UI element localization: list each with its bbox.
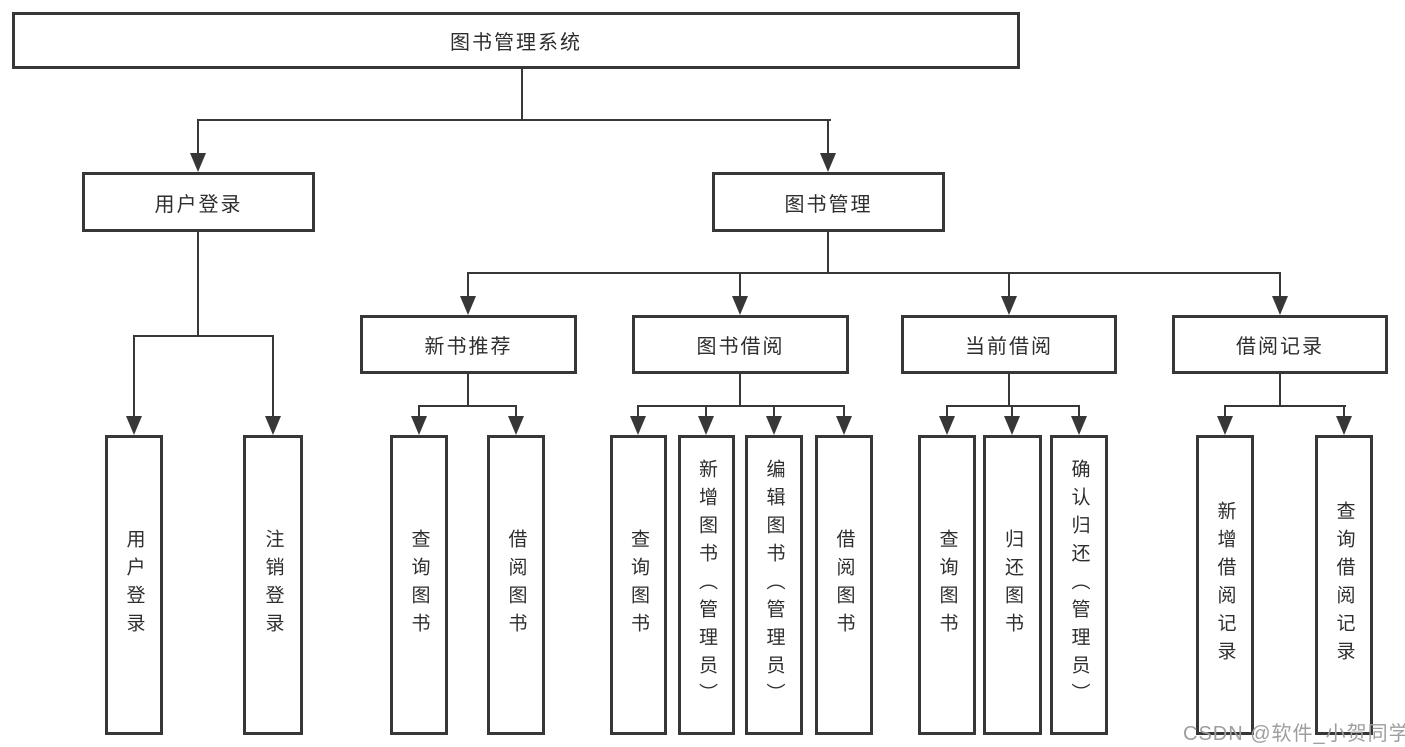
node-borrow-records-label: 借阅记录 <box>1236 336 1324 358</box>
leaf-edit-books-admin-label: 编辑图书（管理员） <box>763 459 785 711</box>
connector-to-user-login <box>197 119 199 155</box>
connector-book-borrow-stem <box>739 373 741 407</box>
connector-to-new-book <box>467 272 469 298</box>
arrowhead-leaf <box>630 416 646 435</box>
arrowhead-user-login <box>190 153 206 172</box>
connector-leaf <box>1011 405 1013 418</box>
connector-new-book-stem <box>467 373 469 407</box>
connector-to-current-borrow <box>1008 272 1010 298</box>
arrowhead-book-mgmt <box>820 153 836 172</box>
arrowhead-leaf <box>698 416 714 435</box>
connector-to-book-borrow <box>739 272 741 298</box>
connector-leaf <box>1078 405 1080 418</box>
connector-to-book-mgmt <box>827 119 829 155</box>
connector-new-book-leafbranch <box>418 405 517 407</box>
node-current-borrow: 当前借阅 <box>901 315 1117 374</box>
leaf-query-books-current: 查询图书 <box>918 435 976 735</box>
connector-current-borrow-leafbranch <box>946 405 1080 407</box>
connector-book-borrow-leafbranch <box>637 405 845 407</box>
connector-root-branch <box>197 119 831 121</box>
arrowhead-leaf <box>1071 416 1087 435</box>
connector-to-borrow-records <box>1279 272 1281 298</box>
leaf-borrow-books: 借阅图书 <box>815 435 873 735</box>
arrowhead-leaf <box>836 416 852 435</box>
leaf-query-books-borrow-label: 查询图书 <box>628 529 649 641</box>
connector-current-borrow-stem <box>1008 373 1010 407</box>
arrowhead-book-borrow <box>732 296 748 315</box>
csdn-watermark: CSDN @软件_小贺同学 <box>1183 723 1405 745</box>
arrowhead-leaf <box>1004 416 1020 435</box>
leaf-borrow-books-recommend: 借阅图书 <box>487 435 545 735</box>
leaf-query-books-current-label: 查询图书 <box>936 529 958 641</box>
arrowhead-leaf-logout <box>265 416 281 435</box>
connector-leaf <box>1224 405 1226 418</box>
arrowhead-leaf <box>1217 416 1233 435</box>
connector-user-login-branch <box>133 335 274 337</box>
leaf-return-books-label: 归还图书 <box>1002 529 1023 641</box>
arrowhead-leaf <box>508 416 524 435</box>
node-new-book-recommend: 新书推荐 <box>360 315 577 374</box>
leaf-query-books-recommend-label: 查询图书 <box>408 529 430 641</box>
node-book-mgmt: 图书管理 <box>712 172 945 232</box>
connector-leaf <box>1343 405 1345 418</box>
arrowhead-current-borrow <box>1001 296 1017 315</box>
leaf-add-books-admin-label: 新增图书（管理员） <box>696 459 717 711</box>
connector-leaf <box>418 405 420 418</box>
leaf-query-books-borrow: 查询图书 <box>610 435 667 735</box>
arrowhead-leaf <box>1336 416 1352 435</box>
connector-leaf <box>843 405 845 418</box>
node-current-borrow-label: 当前借阅 <box>965 336 1053 358</box>
connector-book-mgmt-stem <box>827 231 829 274</box>
leaf-edit-books-admin: 编辑图书（管理员） <box>745 435 803 735</box>
leaf-user-login-label: 用户登录 <box>123 529 145 641</box>
arrowhead-leaf <box>766 416 782 435</box>
leaf-confirm-return-admin-label: 确认归还（管理员） <box>1068 459 1090 711</box>
connector-borrow-records-stem <box>1279 373 1281 407</box>
leaf-add-books-admin: 新增图书（管理员） <box>678 435 735 735</box>
leaf-user-login: 用户登录 <box>105 435 163 735</box>
node-new-book-recommend-label: 新书推荐 <box>424 336 513 358</box>
leaf-return-books: 归还图书 <box>983 435 1042 735</box>
arrowhead-leaf-login <box>126 416 142 435</box>
arrowhead-leaf <box>939 416 955 435</box>
leaf-add-borrow-record: 新增借阅记录 <box>1196 435 1254 735</box>
leaf-query-borrow-record: 查询借阅记录 <box>1315 435 1373 735</box>
leaf-logout-label: 注销登录 <box>262 529 284 641</box>
node-book-borrow: 图书借阅 <box>632 315 849 374</box>
leaf-query-books-recommend: 查询图书 <box>390 435 448 735</box>
connector-to-leaf-logout <box>272 335 274 418</box>
connector-leaf <box>773 405 775 418</box>
node-borrow-records: 借阅记录 <box>1172 315 1388 374</box>
connector-borrow-records-leafbranch <box>1224 405 1346 407</box>
connector-user-login-stem <box>197 231 199 337</box>
leaf-confirm-return-admin: 确认归还（管理员） <box>1050 435 1108 735</box>
connector-leaf <box>705 405 707 418</box>
arrowhead-leaf <box>411 416 427 435</box>
connector-to-leaf-login <box>133 335 135 418</box>
connector-leaf <box>946 405 948 418</box>
leaf-query-borrow-record-label: 查询借阅记录 <box>1333 501 1355 669</box>
arrowhead-new-book <box>460 296 476 315</box>
node-root: 图书管理系统 <box>12 12 1020 69</box>
leaf-borrow-books-recommend-label: 借阅图书 <box>505 529 527 641</box>
node-user-login-label: 用户登录 <box>154 193 243 216</box>
connector-leaf <box>515 405 517 418</box>
node-user-login: 用户登录 <box>82 172 315 232</box>
arrowhead-borrow-records <box>1272 296 1288 315</box>
connector-root-stem <box>521 68 523 120</box>
leaf-add-borrow-record-label: 新增借阅记录 <box>1214 501 1236 669</box>
leaf-borrow-books-label: 借阅图书 <box>833 529 855 641</box>
connector-leaf <box>637 405 639 418</box>
node-book-borrow-label: 图书借阅 <box>696 336 785 358</box>
node-root-label: 图书管理系统 <box>450 32 582 54</box>
node-book-mgmt-label: 图书管理 <box>784 193 873 216</box>
connector-book-mgmt-branch <box>467 272 1281 274</box>
leaf-logout: 注销登录 <box>243 435 303 735</box>
